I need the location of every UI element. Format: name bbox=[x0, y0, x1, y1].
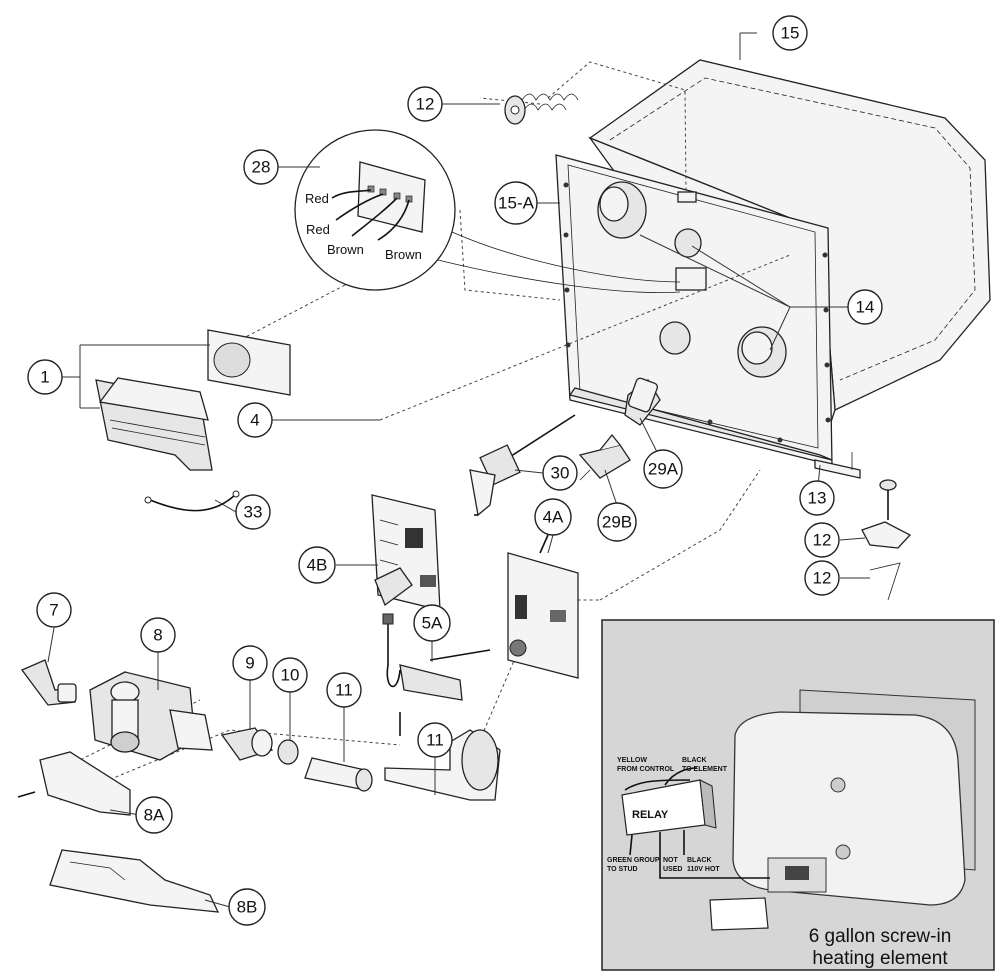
svg-text:11: 11 bbox=[335, 681, 353, 700]
callout-12-top: 12 bbox=[407, 86, 443, 122]
label-green-group: GREEN GROUP bbox=[607, 857, 660, 864]
callout-11-left: 11 bbox=[326, 672, 362, 708]
callout-12-low: 12 bbox=[804, 560, 840, 596]
label-from-control: FROM CONTROL bbox=[617, 766, 675, 773]
svg-text:1: 1 bbox=[40, 368, 49, 387]
callout-8B: 8B bbox=[228, 888, 266, 926]
bracket-8A bbox=[17, 751, 131, 816]
clip-12-lower bbox=[861, 521, 912, 549]
svg-text:11: 11 bbox=[426, 731, 444, 750]
callout-1: 1 bbox=[27, 359, 63, 395]
clip-12-bottom bbox=[869, 562, 901, 601]
svg-text:8A: 8A bbox=[144, 806, 165, 825]
svg-text:8: 8 bbox=[153, 626, 162, 645]
wire-label-brown-1: Brown bbox=[327, 242, 364, 257]
control-board-4A bbox=[507, 534, 579, 679]
svg-text:12: 12 bbox=[813, 531, 832, 550]
label-not: NOT bbox=[663, 857, 679, 864]
callout-14: 14 bbox=[847, 289, 883, 325]
svg-text:8B: 8B bbox=[237, 898, 258, 917]
callout-7: 7 bbox=[36, 592, 72, 628]
callout-12-mid: 12 bbox=[804, 522, 840, 558]
callout-29B: 29B bbox=[597, 502, 637, 542]
wire-label-red-1: Red bbox=[305, 191, 329, 206]
svg-text:15: 15 bbox=[781, 24, 800, 43]
spring-clip-part bbox=[504, 93, 579, 125]
svg-text:12: 12 bbox=[813, 569, 832, 588]
pressure-relief-valve-part bbox=[578, 433, 631, 481]
orifice-9 bbox=[220, 727, 274, 761]
label-black-hot: BLACK bbox=[687, 857, 712, 864]
svg-text:29B: 29B bbox=[602, 513, 632, 532]
nut-10 bbox=[277, 739, 299, 765]
wire-label-brown-2: Brown bbox=[385, 247, 422, 262]
inset-caption-line2: heating element bbox=[812, 948, 948, 969]
callout-15-A: 15-A bbox=[494, 181, 538, 225]
jumper-wire-part bbox=[144, 490, 240, 512]
callout-4A: 4A bbox=[534, 498, 572, 536]
svg-text:13: 13 bbox=[808, 489, 827, 508]
control-cover-part bbox=[95, 329, 291, 471]
mounting-bracket-13 bbox=[814, 452, 861, 479]
svg-text:15-A: 15-A bbox=[498, 194, 535, 213]
relay-label: RELAY bbox=[632, 809, 669, 821]
callout-8A: 8A bbox=[135, 796, 173, 834]
callout-30: 30 bbox=[542, 455, 578, 491]
label-used: USED bbox=[663, 866, 682, 873]
inset-caption-line1: 6 gallon screw-in bbox=[809, 926, 952, 947]
callout-9: 9 bbox=[232, 645, 268, 681]
callout-4B: 4B bbox=[298, 546, 336, 584]
label-to-stud: TO STUD bbox=[607, 866, 638, 873]
electrode-5A bbox=[382, 613, 491, 701]
svg-text:29A: 29A bbox=[648, 460, 679, 479]
elbow-fitting-7 bbox=[20, 659, 77, 706]
callout-8: 8 bbox=[140, 617, 176, 653]
svg-text:7: 7 bbox=[49, 601, 58, 620]
callout-10: 10 bbox=[272, 657, 308, 693]
svg-text:4B: 4B bbox=[307, 556, 328, 575]
svg-text:30: 30 bbox=[551, 464, 570, 483]
callout-33: 33 bbox=[235, 494, 271, 530]
svg-text:12: 12 bbox=[416, 95, 435, 114]
callout-13: 13 bbox=[799, 480, 835, 516]
svg-text:5A: 5A bbox=[422, 614, 443, 633]
wire-label-red-2: Red bbox=[306, 222, 330, 237]
svg-text:4: 4 bbox=[250, 411, 259, 430]
callout-11-right: 11 bbox=[417, 722, 453, 758]
callout-29A: 29A bbox=[643, 449, 683, 489]
wiring-detail-28 bbox=[294, 129, 681, 293]
front-flange-plate bbox=[555, 154, 833, 466]
svg-text:28: 28 bbox=[252, 158, 271, 177]
gas-valve-8 bbox=[89, 671, 213, 761]
burner-tube-11b bbox=[384, 712, 501, 801]
drain-plug-part bbox=[624, 377, 661, 426]
label-yellow: YELLOW bbox=[617, 757, 647, 764]
svg-text:10: 10 bbox=[281, 666, 300, 685]
solenoid-valve-part bbox=[469, 414, 576, 517]
label-to-element: TO ELEMENT bbox=[682, 766, 728, 773]
callout-5A: 5A bbox=[413, 604, 451, 642]
svg-text:4A: 4A bbox=[543, 508, 564, 527]
svg-text:33: 33 bbox=[244, 503, 263, 522]
svg-text:9: 9 bbox=[245, 654, 254, 673]
label-black-element: BLACK bbox=[682, 757, 707, 764]
burner-tube-11a bbox=[304, 757, 373, 792]
screw-part bbox=[879, 479, 897, 520]
label-110v-hot: 110V HOT bbox=[687, 866, 720, 873]
heating-element-inset bbox=[601, 619, 995, 971]
callout-28: 28 bbox=[243, 149, 279, 185]
shield-8B bbox=[49, 849, 220, 913]
callout-4: 4 bbox=[237, 402, 273, 438]
callout-15: 15 bbox=[772, 15, 808, 51]
svg-text:14: 14 bbox=[856, 298, 875, 317]
control-board-4B bbox=[371, 494, 441, 611]
